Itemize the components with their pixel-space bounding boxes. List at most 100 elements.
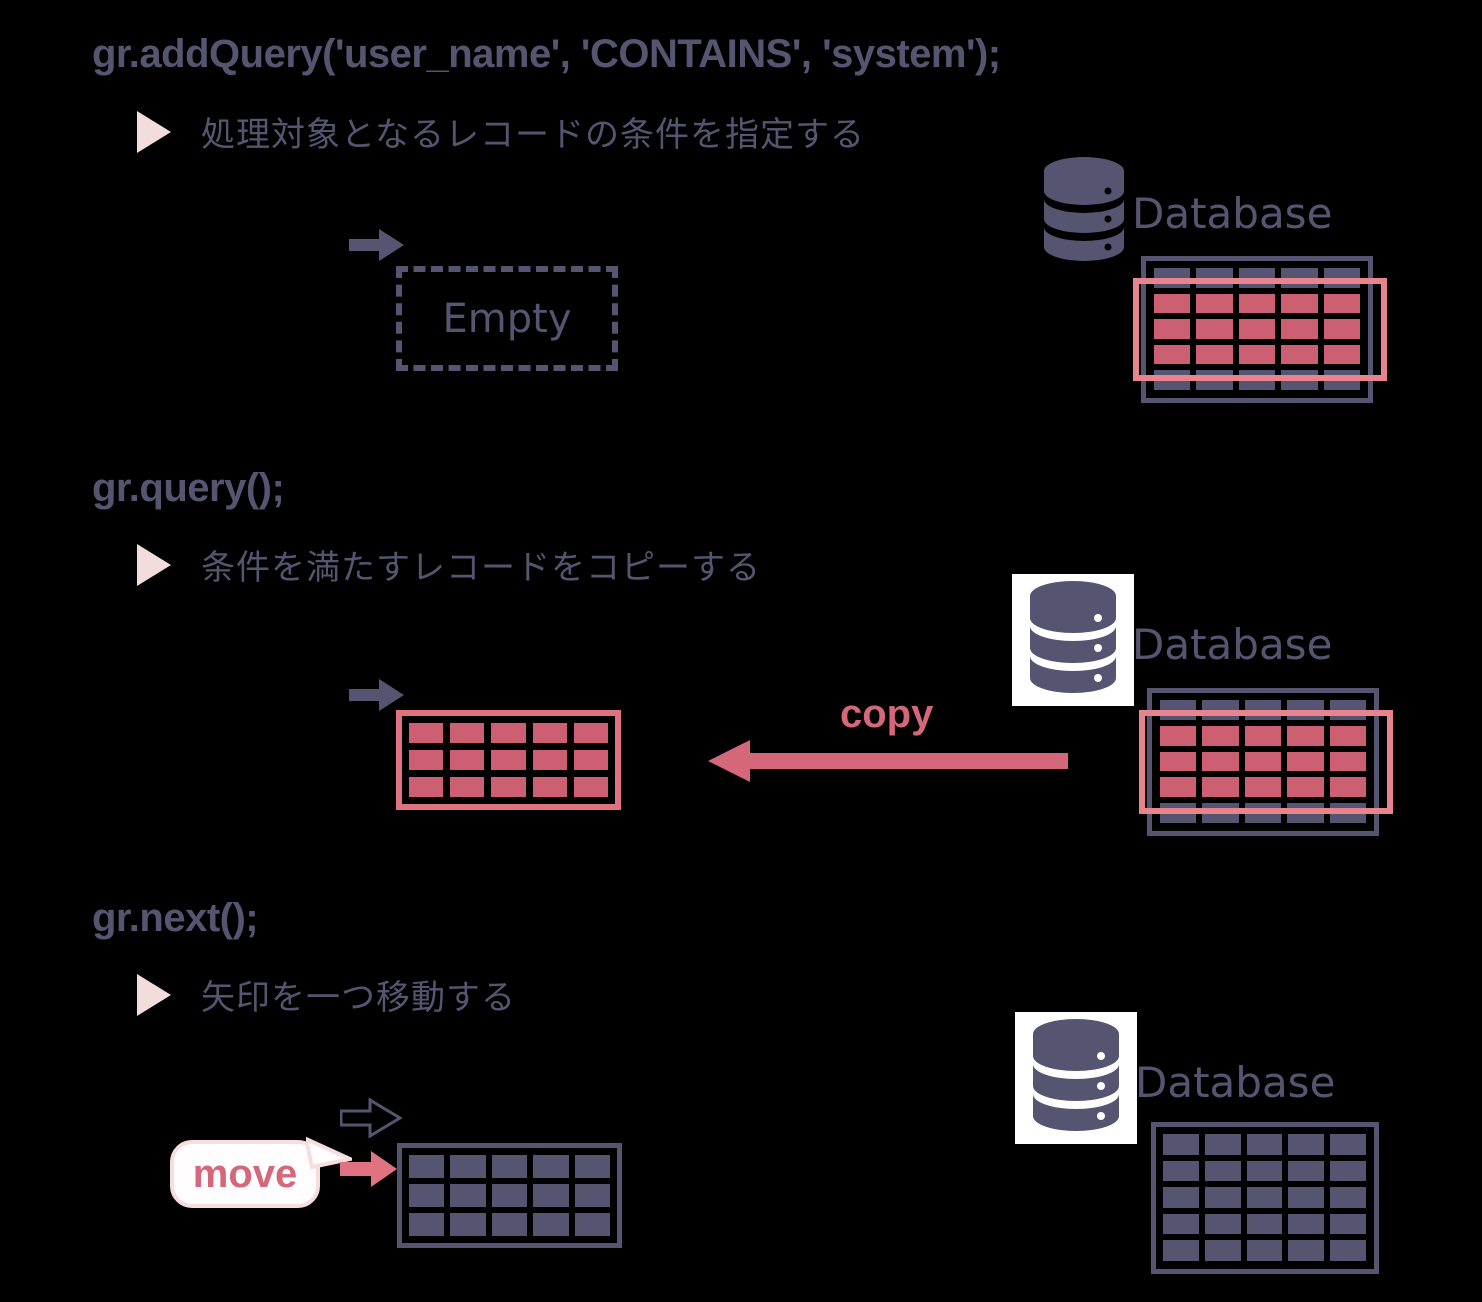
table-cell xyxy=(1288,1240,1325,1261)
move-callout-bubble: move xyxy=(170,1140,320,1208)
description-row-add-query: 処理対象となるレコードの条件を指定する xyxy=(137,107,865,156)
table-cell xyxy=(1281,293,1318,314)
selection-highlight-frame-2 xyxy=(1139,710,1393,814)
table-cell xyxy=(533,1213,569,1236)
table-cell xyxy=(1160,725,1197,746)
table-cell xyxy=(1163,1240,1199,1261)
table-cell xyxy=(574,1184,610,1207)
table-cell xyxy=(409,750,444,770)
previous-position-arrow-icon xyxy=(340,1098,402,1138)
triangle-bullet-icon xyxy=(137,543,171,586)
table-cell xyxy=(573,777,608,797)
description-text-next: 矢印を一つ移動する xyxy=(201,978,516,1018)
database-label-2: Database xyxy=(1132,620,1333,669)
database-table-outline-1 xyxy=(1141,256,1373,403)
table-cell xyxy=(409,723,444,743)
pointer-arrow-icon-1 xyxy=(349,229,404,261)
current-position-arrow-icon xyxy=(340,1151,397,1187)
database-cylinder-icon xyxy=(1044,157,1124,261)
code-line-next: gr.next(); xyxy=(92,896,259,940)
table-cell xyxy=(533,1155,569,1178)
table-cell xyxy=(1323,293,1360,314)
table-cell xyxy=(573,723,608,743)
table-cell xyxy=(1204,1213,1241,1235)
table-cell xyxy=(1287,725,1324,746)
table-cell xyxy=(1330,1134,1366,1155)
table-cell xyxy=(1202,751,1239,772)
table-cell xyxy=(1163,1160,1199,1182)
table-cell xyxy=(1330,1240,1366,1261)
empty-label: Empty xyxy=(442,295,572,342)
database-cylinder-icon xyxy=(1030,581,1116,693)
table-cell xyxy=(1281,344,1318,365)
table-cell xyxy=(574,1213,610,1236)
description-row-next: 矢印を一つ移動する xyxy=(137,970,516,1019)
table-cell xyxy=(1202,725,1239,746)
empty-result-box: Empty xyxy=(396,266,618,371)
table-cell xyxy=(532,777,567,797)
table-cell xyxy=(1163,1187,1199,1208)
table-cell xyxy=(532,723,567,743)
table-cell xyxy=(1246,1240,1283,1261)
database-group-2: Database xyxy=(1012,574,1332,706)
table-cell xyxy=(1329,777,1366,798)
table-cell xyxy=(1281,319,1318,339)
table-cell xyxy=(533,1184,569,1207)
table-cell xyxy=(1154,293,1191,314)
table-cell xyxy=(1244,751,1282,772)
table-cell xyxy=(1246,1213,1283,1235)
table-cell xyxy=(1330,1160,1366,1182)
table-cell xyxy=(1160,777,1197,798)
table-cell xyxy=(450,750,485,770)
table-cell xyxy=(1288,1160,1325,1182)
description-text-add-query: 処理対象となるレコードの条件を指定する xyxy=(201,115,865,155)
move-label: move xyxy=(192,1151,298,1196)
table-cell xyxy=(574,1155,610,1178)
triangle-bullet-icon xyxy=(137,973,171,1016)
table-cell xyxy=(491,1213,528,1236)
database-icon-wrapper-1 xyxy=(1034,155,1134,263)
table-cell xyxy=(1154,319,1191,339)
code-line-add-query: gr.addQuery('user_name', 'CONTAINS', 'sy… xyxy=(92,32,1001,76)
table-cell xyxy=(1196,319,1233,339)
table-cell xyxy=(450,1155,486,1178)
database-table-outline-2 xyxy=(1147,688,1379,836)
table-cell xyxy=(450,1213,486,1236)
description-row-query: 条件を満たすレコードをコピーする xyxy=(137,540,761,589)
table-cell xyxy=(491,1155,528,1178)
table-cell xyxy=(409,1155,445,1178)
table-cell xyxy=(1196,344,1233,365)
table-cell xyxy=(1246,1160,1283,1182)
database-icon-wrapper-2 xyxy=(1012,574,1134,706)
table-cell xyxy=(1160,751,1197,772)
table-cell xyxy=(1238,344,1276,365)
table-cell xyxy=(409,777,444,797)
table-cell xyxy=(1330,1187,1366,1208)
database-icon-wrapper-3 xyxy=(1015,1012,1137,1144)
table-cell xyxy=(1323,319,1360,339)
database-table-3 xyxy=(1157,1128,1372,1267)
table-cell xyxy=(1204,1134,1241,1155)
copy-label: copy xyxy=(840,692,934,736)
table-cell xyxy=(1329,751,1366,772)
table-cell xyxy=(491,750,526,770)
table-cell xyxy=(1288,1134,1325,1155)
selection-highlight-frame-1 xyxy=(1133,278,1387,381)
table-cell xyxy=(1202,777,1239,798)
result-table-outline-3 xyxy=(397,1143,622,1248)
database-group-1: Database xyxy=(1034,155,1332,263)
table-cell xyxy=(1204,1240,1241,1261)
table-cell xyxy=(1196,293,1233,314)
table-cell xyxy=(1163,1213,1199,1235)
table-cell xyxy=(409,1213,445,1236)
table-cell xyxy=(450,1184,486,1207)
table-cell xyxy=(1204,1160,1241,1182)
table-cell xyxy=(1246,1187,1283,1208)
result-table-2 xyxy=(402,716,615,804)
copy-arrow-icon xyxy=(708,740,1068,782)
table-cell xyxy=(1287,777,1324,798)
table-cell xyxy=(1163,1134,1199,1155)
table-cell xyxy=(1287,751,1324,772)
table-cell xyxy=(1244,777,1282,798)
